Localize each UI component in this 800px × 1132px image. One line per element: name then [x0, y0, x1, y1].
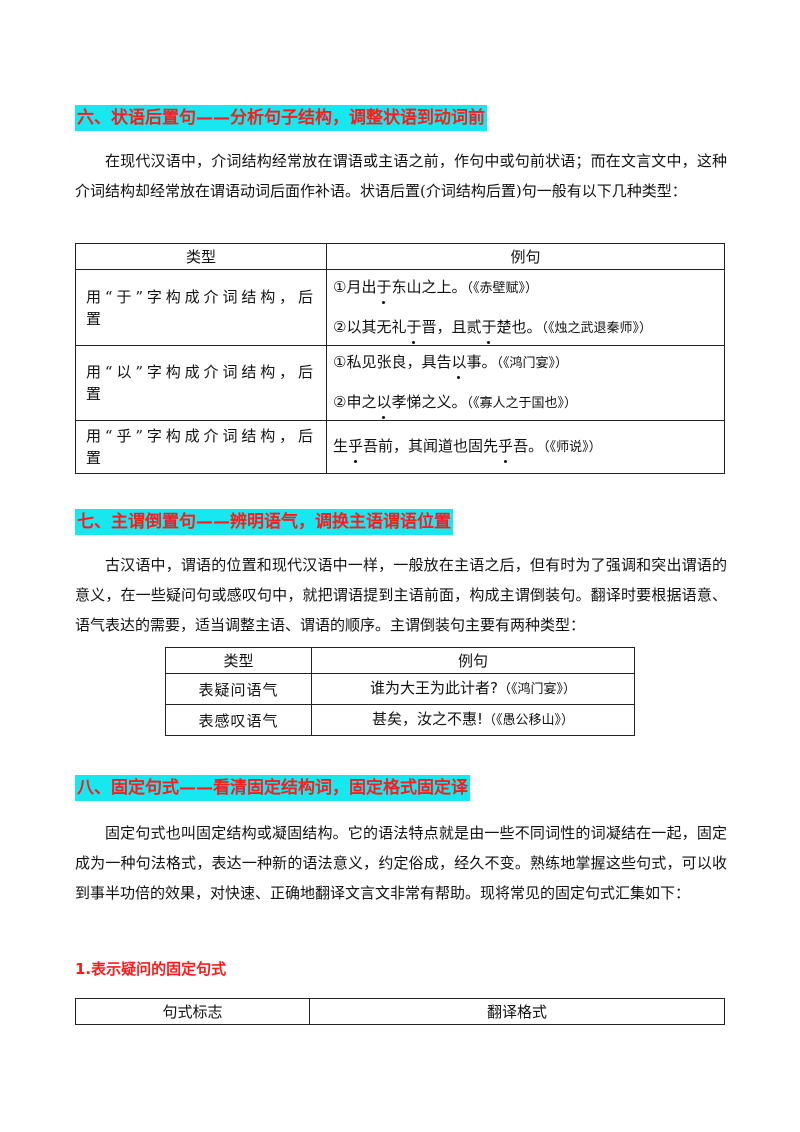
subject-predicate-inversion-table: 类型 例句 表疑问语气 谁为大王为此计者?（《鸿门宴》） 表感叹语气 甚矣，汝之… [165, 647, 635, 736]
section-heading-6: 六、状语后置句——分析句子结构，调整状语到动词前 [75, 105, 487, 131]
table-cell-examples: 生乎吾前，其闻道也固先乎吾。（《师说》） [326, 420, 725, 474]
section-paragraph-8: 固定句式也叫固定结构或凝固结构。它的语法特点就是由一些不同词性的词凝结在一起，固… [75, 824, 727, 902]
adverbial-postposition-table: 类型 例句 用“于”字构成介词结构，后置 ①月出于东山之上。（《赤壁赋》） ②以… [75, 243, 725, 474]
table-cell-type: 表感叹语气 [165, 704, 312, 736]
section-paragraph-6: 在现代汉语中，介词结构经常放在谓语或主语之前，作句中或句前状语；而在文言文中，这… [75, 152, 727, 200]
fixed-pattern-table: 句式标志 翻译格式 [75, 998, 725, 1025]
table-header-translation: 翻译格式 [309, 998, 725, 1025]
example-sentence: ①私见张良，具告以事。（《鸿门宴》） [333, 353, 568, 371]
table-cell-example: 甚矣，汝之不惠!（《愚公移山》） [311, 704, 635, 736]
example-sentence: ②申之以孝悌之义。（《寡人之于国也》） [333, 393, 577, 411]
example-sentence: ①月出于东山之上。（《赤壁赋》） [333, 277, 538, 296]
table-cell-type: 用“乎”字构成介词结构，后置 [75, 420, 327, 474]
table-cell-type: 用“以”字构成介词结构，后置 [75, 345, 327, 421]
section-heading-8: 八、固定句式——看清固定结构词，固定格式固定译 [75, 775, 470, 801]
table-cell-example: 谁为大王为此计者?（《鸿门宴》） [311, 673, 635, 705]
subsection-heading: 1.表示疑问的固定句式 [75, 960, 227, 978]
table-cell-examples: ①私见张良，具告以事。（《鸿门宴》） ②申之以孝悌之义。（《寡人之于国也》） [326, 345, 725, 421]
section-heading-7: 七、主谓倒置句——辨明语气，调换主语谓语位置 [75, 509, 453, 535]
table-cell-examples: ①月出于东山之上。（《赤壁赋》） ②以其无礼于晋，且贰于楚也。（《烛之武退秦师》… [326, 269, 725, 346]
table-header-type: 类型 [75, 243, 327, 270]
table-header-example: 例句 [326, 243, 725, 270]
table-cell-type: 用“于”字构成介词结构，后置 [75, 269, 327, 346]
table-header-example: 例句 [311, 647, 635, 674]
table-header-pattern: 句式标志 [75, 998, 310, 1025]
table-header-type: 类型 [165, 647, 312, 674]
section-paragraph-7: 古汉语中，谓语的位置和现代汉语中一样，一般放在主语之后，但有时为了强调和突出谓语… [75, 556, 727, 634]
table-cell-type: 表疑问语气 [165, 673, 312, 705]
example-sentence: 生乎吾前，其闻道也固先乎吾。（《师说》） [333, 437, 602, 455]
example-sentence: ②以其无礼于晋，且贰于楚也。（《烛之武退秦师》） [333, 317, 653, 336]
